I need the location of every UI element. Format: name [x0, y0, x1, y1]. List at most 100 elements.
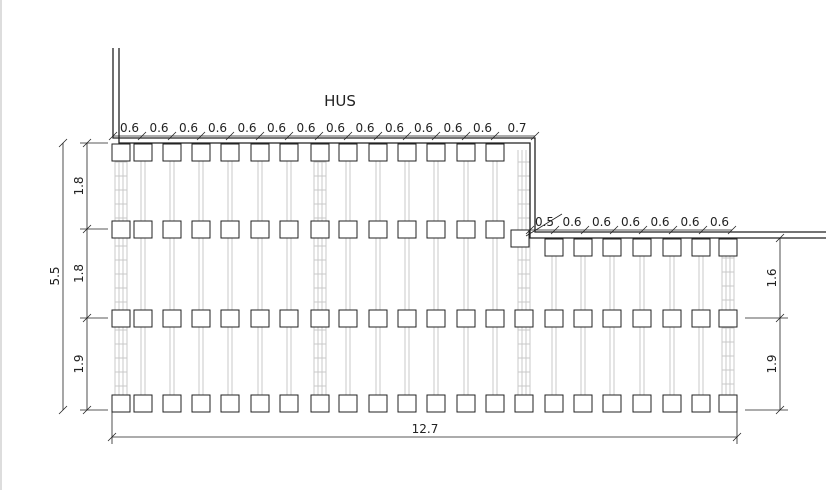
leader-line: [525, 213, 563, 237]
post: [250, 394, 270, 413]
post: [456, 394, 476, 413]
joists: [114, 150, 735, 410]
post: [514, 309, 534, 328]
post: [279, 220, 299, 239]
post: [111, 220, 131, 239]
post: [133, 220, 153, 239]
dimension-label: 0.5: [535, 215, 554, 229]
post: [573, 394, 593, 413]
dimension-tick: [167, 131, 177, 141]
post: [602, 309, 622, 328]
post: [691, 309, 711, 328]
dimension-label: 0.6: [267, 121, 286, 135]
post: [397, 143, 417, 162]
post: [162, 394, 182, 413]
post: [456, 143, 476, 162]
post: [426, 394, 446, 413]
house-walls: [112, 48, 826, 239]
post: [310, 394, 330, 413]
dimension-label: 0.6: [592, 215, 611, 229]
dimension-tick: [255, 131, 265, 141]
post: [338, 143, 358, 162]
dimension-label: 0.6: [149, 121, 168, 135]
frame-edge: [0, 0, 2, 490]
post: [191, 143, 211, 162]
dimension-label: 0.6: [355, 121, 374, 135]
dimension-tick: [490, 131, 500, 141]
post: [718, 309, 738, 328]
post: [510, 229, 530, 248]
post: [691, 394, 711, 413]
dimension-label: 12.7: [412, 422, 439, 436]
post: [397, 309, 417, 328]
post: [426, 309, 446, 328]
dimension-tick: [402, 131, 412, 141]
dimension-tick: [107, 432, 117, 442]
post: [662, 309, 682, 328]
dimension-tick: [108, 131, 118, 141]
post: [514, 394, 534, 413]
post: [191, 309, 211, 328]
dimension-tick: [58, 405, 68, 415]
post: [279, 394, 299, 413]
dimension-label: 0.6: [179, 121, 198, 135]
dimensions: 0.6 0.6 0.6 0.6 0.6 0.6 0.6 0.6 0.6 0.6 0.6 0.6 0.6 0…: [48, 121, 788, 444]
dimension-tick: [550, 225, 560, 235]
post: [279, 309, 299, 328]
dimension-tick: [638, 225, 648, 235]
dimension-tick: [225, 131, 235, 141]
post: [368, 394, 388, 413]
post: [426, 143, 446, 162]
dimension-label: 0.6: [208, 121, 227, 135]
dimension-label: 0.6: [120, 121, 139, 135]
post: [310, 220, 330, 239]
dimension-label: 0.6: [680, 215, 699, 229]
post: [279, 143, 299, 162]
post: [111, 143, 131, 162]
post: [220, 309, 240, 328]
dimension-label: 0.6: [562, 215, 581, 229]
post: [368, 220, 388, 239]
post: [602, 394, 622, 413]
post: [456, 220, 476, 239]
post: [191, 220, 211, 239]
post: [250, 220, 270, 239]
dimension-tick: [732, 432, 742, 442]
dimension-label: 0.6: [443, 121, 462, 135]
post: [573, 309, 593, 328]
dimension-label: 0.6: [473, 121, 492, 135]
post: [310, 143, 330, 162]
dimension-tick: [431, 131, 441, 141]
posts: [111, 143, 738, 413]
post: [162, 220, 182, 239]
wall-outer-line: [112, 48, 826, 233]
dimension-label: 1.9: [765, 354, 779, 373]
post: [368, 309, 388, 328]
post: [220, 394, 240, 413]
dimension-label: 1.8: [72, 264, 86, 283]
dimension-tick: [530, 131, 540, 141]
post: [426, 220, 446, 239]
post: [397, 394, 417, 413]
post: [133, 309, 153, 328]
wall-inner-line: [118, 48, 826, 239]
dimension-label: 0.7: [507, 121, 526, 135]
dimension-label: 0.6: [710, 215, 729, 229]
dimension-tick: [525, 225, 535, 235]
dimension-label: 0.6: [237, 121, 256, 135]
post: [368, 143, 388, 162]
post: [573, 238, 593, 257]
post: [310, 309, 330, 328]
post: [544, 238, 564, 257]
dimension-tick: [196, 131, 206, 141]
dimension-tick: [727, 225, 737, 235]
post: [718, 238, 738, 257]
post: [602, 238, 622, 257]
post: [191, 394, 211, 413]
post: [632, 309, 652, 328]
dimension-tick: [58, 138, 68, 148]
post: [485, 143, 505, 162]
post: [338, 220, 358, 239]
dimension-tick: [668, 225, 678, 235]
